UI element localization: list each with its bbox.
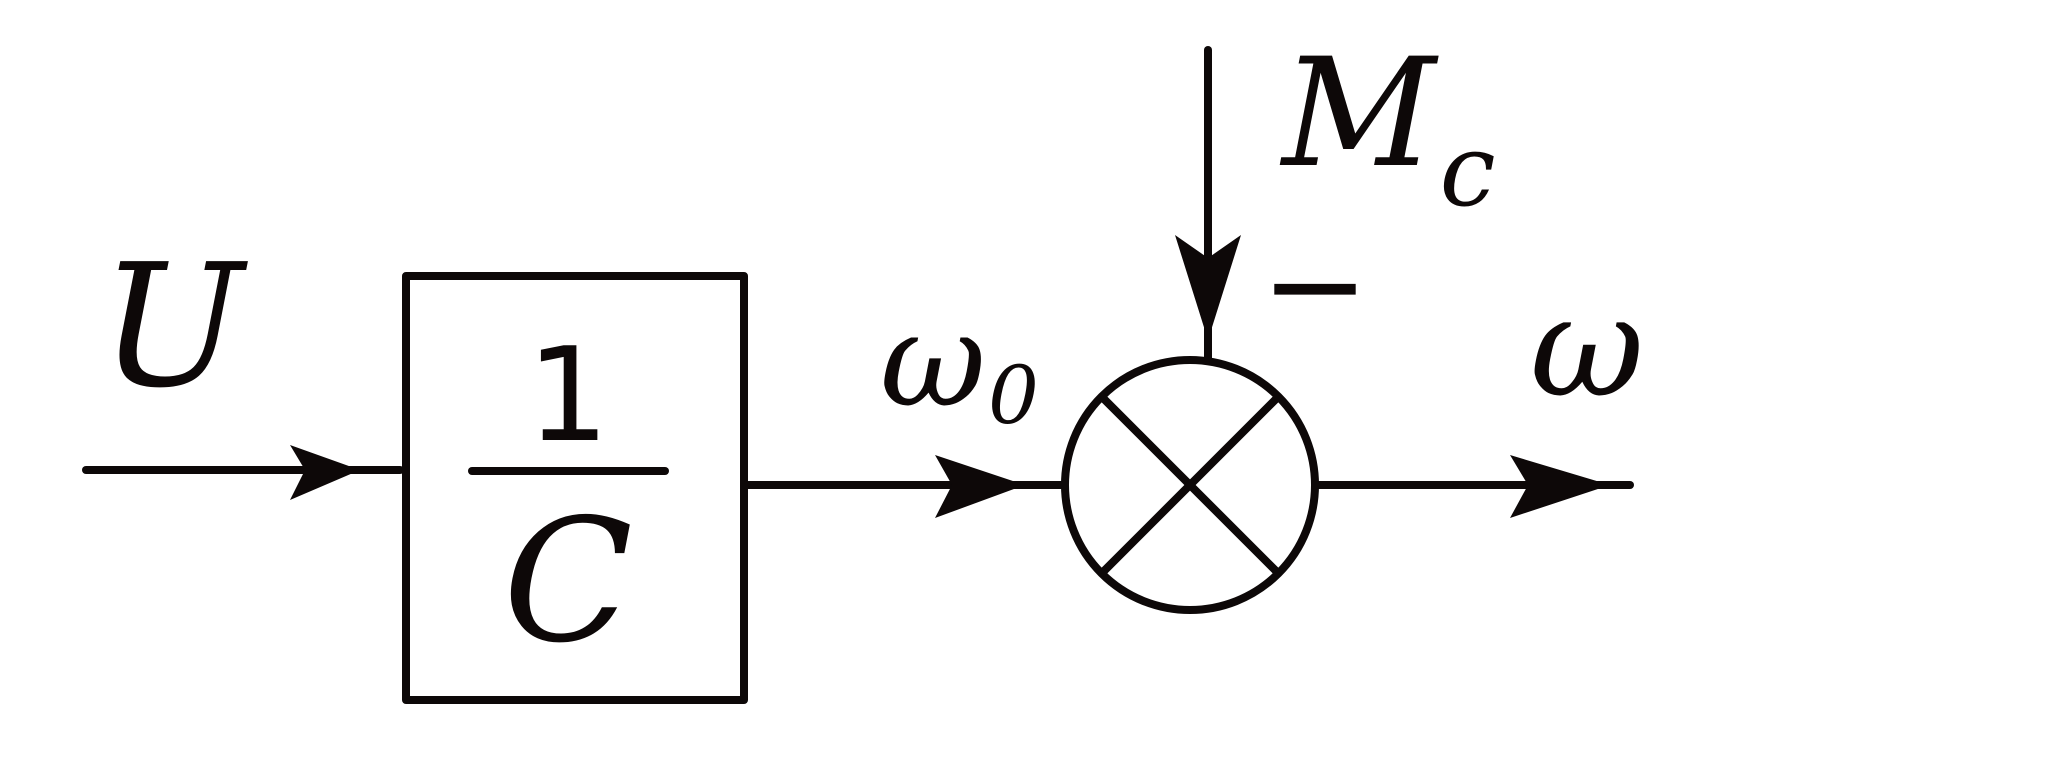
- input-signal: [82, 445, 404, 500]
- input-arrowhead: [290, 445, 360, 500]
- disturbance-signal: [1175, 46, 1241, 362]
- disturbance-label: Mc: [1279, 27, 1496, 229]
- input-label: U: [100, 228, 248, 426]
- intermediate-signal: [742, 455, 1069, 518]
- intermediate-label: ω0: [880, 284, 1039, 442]
- output-arrowhead: [1510, 455, 1610, 518]
- block-numerator: 1: [527, 319, 610, 471]
- summing-junction: [1061, 356, 1319, 614]
- output-signal: [1311, 455, 1634, 518]
- block-denominator: C: [503, 483, 633, 681]
- transfer-block: 1 C: [402, 272, 748, 704]
- output-label: ω: [1530, 266, 1644, 429]
- intermediate-arrowhead: [935, 455, 1025, 518]
- disturbance-sign: −: [1261, 209, 1370, 361]
- junction-cross-b: [1098, 393, 1282, 577]
- disturbance-arrowhead: [1175, 235, 1241, 340]
